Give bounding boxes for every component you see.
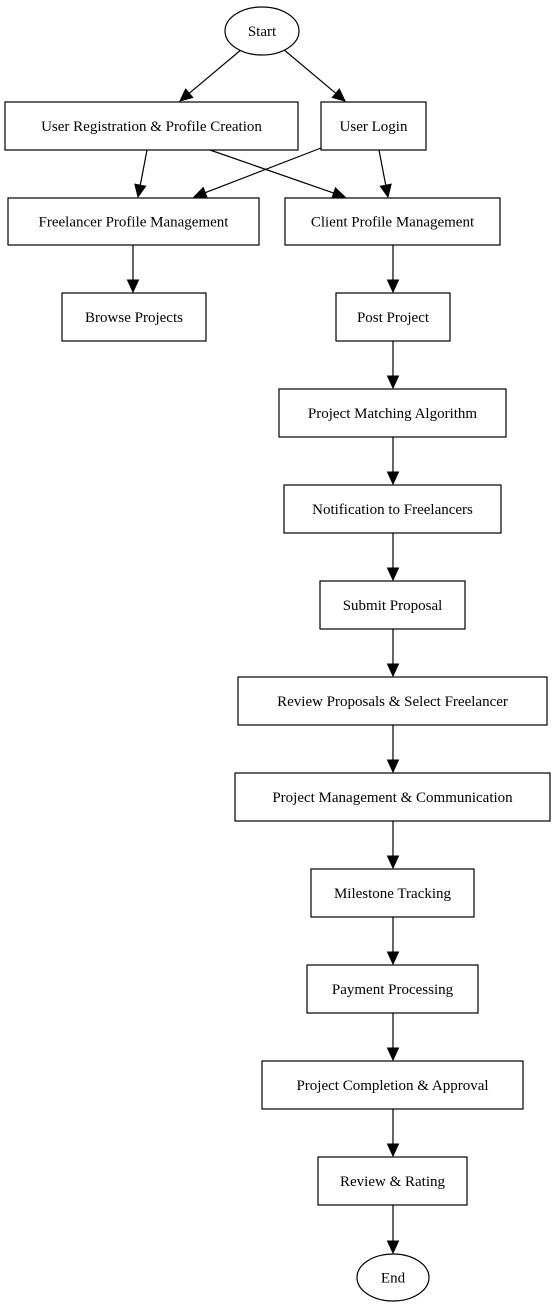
node-review-sel: Review Proposals & Select Freelancer	[237, 676, 548, 726]
node-label: Payment Processing	[332, 982, 454, 998]
arrowhead	[386, 471, 400, 486]
node-client: Client Profile Management	[284, 197, 501, 246]
edge-line	[378, 149, 387, 186]
edge-completion-to-rating	[386, 1109, 400, 1158]
node-login: User Login	[320, 101, 427, 151]
edge-post-to-matching	[386, 341, 400, 390]
arrowhead	[126, 279, 140, 294]
node-rating: Review & Rating	[317, 1156, 468, 1206]
node-shape-box	[237, 676, 548, 726]
edge-notify-to-proposal	[386, 533, 400, 582]
node-shape-box	[310, 868, 475, 918]
node-start: Start	[224, 6, 300, 56]
edge-start-to-register	[179, 48, 243, 102]
arrowhead	[386, 1240, 400, 1255]
edge-freelancer-to-browse	[126, 245, 140, 294]
node-shape-box	[7, 197, 260, 246]
arrowhead	[386, 951, 400, 966]
node-shape-ellipse	[224, 6, 300, 56]
node-end: End	[356, 1253, 430, 1302]
arrowhead	[379, 183, 392, 199]
node-label: User Registration & Profile Creation	[41, 119, 262, 135]
node-shape-box	[320, 101, 427, 151]
edge-line	[139, 149, 148, 186]
arrowhead	[331, 88, 346, 102]
edge-payment-to-completion	[386, 1013, 400, 1062]
edge-register-to-freelancer	[134, 149, 148, 199]
node-payment: Payment Processing	[306, 964, 479, 1014]
node-label: Review & Rating	[340, 1174, 445, 1190]
node-pm: Project Management & Communication	[234, 772, 551, 822]
edge-milestone-to-payment	[386, 917, 400, 966]
arrowhead	[386, 855, 400, 870]
arrowhead	[192, 186, 208, 199]
node-shape-box	[61, 292, 207, 342]
node-label: Submit Proposal	[343, 598, 443, 614]
arrowhead	[331, 186, 347, 199]
edge-matching-to-notify	[386, 437, 400, 486]
node-shape-box	[306, 964, 479, 1014]
edges-layer	[126, 48, 400, 1255]
node-label: User Login	[340, 119, 408, 135]
node-notify: Notification to Freelancers	[283, 484, 502, 534]
arrowhead	[386, 1143, 400, 1158]
edge-proposal-to-review_sel	[386, 629, 400, 678]
edge-line	[209, 149, 334, 194]
arrowhead	[386, 279, 400, 294]
node-shape-box	[319, 580, 466, 630]
node-label: Project Management & Communication	[272, 790, 513, 806]
node-shape-box	[261, 1060, 524, 1110]
node-shape-box	[283, 484, 502, 534]
arrowhead	[386, 1047, 400, 1062]
node-post: Post Project	[335, 292, 451, 342]
node-matching: Project Matching Algorithm	[278, 388, 507, 438]
arrowhead	[386, 375, 400, 390]
edge-review_sel-to-pm	[386, 725, 400, 774]
arrowhead	[386, 567, 400, 582]
node-label: Browse Projects	[85, 310, 183, 326]
node-freelancer: Freelancer Profile Management	[7, 197, 260, 246]
edge-line	[188, 48, 243, 94]
edge-line	[204, 147, 322, 194]
node-shape-box	[234, 772, 551, 822]
arrowhead	[134, 183, 147, 199]
edge-rating-to-end	[386, 1205, 400, 1255]
node-label: Project Completion & Approval	[296, 1078, 488, 1094]
edge-login-to-client	[378, 149, 392, 199]
node-label: Notification to Freelancers	[312, 502, 473, 518]
node-shape-box	[335, 292, 451, 342]
edge-login-to-freelancer	[192, 147, 322, 199]
node-label: Project Matching Algorithm	[308, 406, 477, 422]
node-label: End	[381, 1271, 406, 1287]
edge-start-to-login	[282, 48, 346, 102]
node-label: Start	[248, 24, 277, 40]
node-register: User Registration & Profile Creation	[4, 101, 299, 151]
edge-client-to-post	[386, 245, 400, 294]
arrowhead	[386, 663, 400, 678]
node-shape-box	[284, 197, 501, 246]
node-proposal: Submit Proposal	[319, 580, 466, 630]
node-completion: Project Completion & Approval	[261, 1060, 524, 1110]
node-shape-ellipse	[356, 1253, 430, 1302]
node-shape-box	[278, 388, 507, 438]
edge-register-to-client	[209, 149, 347, 199]
edge-pm-to-milestone	[386, 821, 400, 870]
edge-line	[282, 48, 337, 94]
node-label: Post Project	[357, 310, 430, 326]
node-browse: Browse Projects	[61, 292, 207, 342]
node-label: Review Proposals & Select Freelancer	[277, 694, 508, 710]
node-milestone: Milestone Tracking	[310, 868, 475, 918]
node-shape-box	[4, 101, 299, 151]
arrowhead	[386, 759, 400, 774]
node-shape-box	[317, 1156, 468, 1206]
arrowhead	[179, 88, 194, 102]
node-label: Freelancer Profile Management	[39, 215, 230, 231]
node-label: Client Profile Management	[311, 215, 475, 231]
node-label: Milestone Tracking	[334, 886, 452, 902]
